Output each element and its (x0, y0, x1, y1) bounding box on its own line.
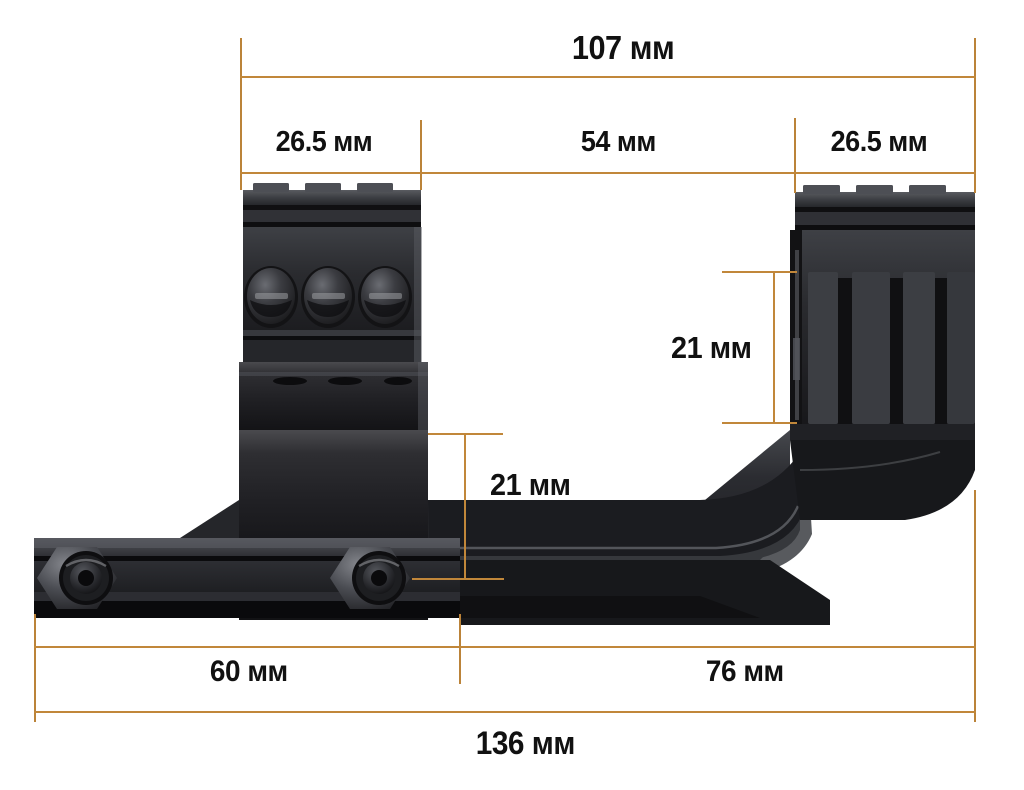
dimension-value-base-front: 60 мм (209, 655, 288, 688)
dimension-value-front-ring: 26.5 мм (275, 126, 373, 158)
tick-rear-height-bottom (722, 422, 797, 424)
dimension-value-base-rear: 76 мм (705, 655, 784, 688)
dimension-line-row2 (240, 172, 976, 174)
dimension-line-row-bottom (34, 646, 976, 648)
dimension-value-ring-gap: 54 мм (580, 126, 657, 158)
base-bolt-rear (330, 547, 410, 609)
dimension-line-rear-height (773, 272, 775, 424)
witness-line-front-ring-end (420, 120, 422, 190)
witness-line-rear-ring-start (794, 118, 796, 193)
tick-front-height-bottom (412, 578, 504, 580)
dimension-label-rear-ring: 26.5 мм (831, 128, 928, 157)
dimension-label-136: 136 мм (475, 725, 576, 761)
dimension-label-base-front: 60 мм (210, 657, 288, 687)
witness-line-left-top (240, 38, 242, 190)
dimension-label-base-rear: 76 мм (706, 657, 784, 687)
dimension-label-front-ring: 26.5 мм (276, 128, 373, 157)
front-ring-top-rail (243, 183, 421, 227)
dimension-value-rear-ring: 26.5 мм (830, 126, 928, 158)
dimension-value-136: 136 мм (475, 725, 576, 761)
witness-line-right-bottom (974, 490, 976, 722)
dimension-value-107: 107 мм (571, 29, 675, 66)
dimension-label-107: 107 мм (571, 29, 675, 66)
rear-foot (790, 440, 975, 520)
tick-front-height-top (428, 433, 503, 435)
dimension-label-front-height: 21 мм (490, 467, 571, 502)
dimension-label-rear-height: 21 мм (671, 330, 752, 365)
rear-ring-top-rail (795, 185, 975, 230)
front-ring-lower (239, 362, 428, 430)
base-rail (34, 430, 830, 625)
dimension-value-rear-height: 21 мм (671, 330, 752, 365)
witness-line-base-split (459, 614, 461, 684)
witness-line-right-top (974, 38, 976, 193)
dimension-line-front-height (464, 434, 466, 580)
dimension-label-ring-gap: 54 мм (580, 126, 657, 158)
base-bolt-front (37, 547, 117, 609)
dimension-value-front-height: 21 мм (490, 467, 571, 502)
witness-line-left-bottom (34, 614, 36, 722)
rear-ring-body (790, 230, 975, 440)
tick-rear-height-top (722, 271, 797, 273)
dimension-line-136 (34, 711, 976, 713)
front-ring-body (243, 227, 422, 362)
dimension-line-107 (240, 76, 976, 78)
